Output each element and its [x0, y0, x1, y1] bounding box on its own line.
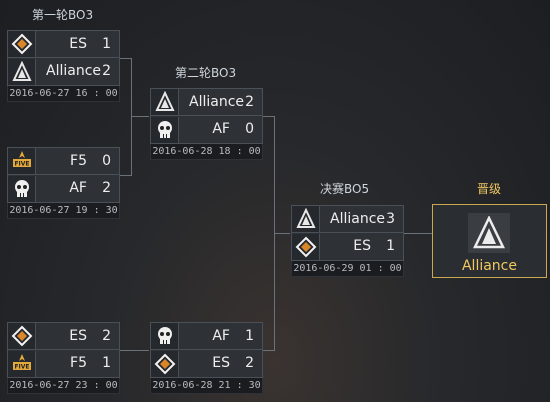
round-title-final: 决赛BO5: [320, 182, 370, 196]
team-score: 2: [102, 328, 111, 344]
escape-logo-icon: [8, 323, 36, 349]
team-name: Alliance: [189, 94, 245, 110]
match-final[interactable]: Alliance 3 ES 1 2016-06-29 01 : 00: [291, 205, 404, 277]
team-name: F5: [70, 153, 87, 169]
round-title-r2: 第二轮BO3: [175, 66, 237, 80]
team-score: 0: [102, 153, 111, 169]
winner-box[interactable]: Alliance: [432, 204, 547, 278]
team-score: 1: [245, 328, 254, 344]
alliance-logo-icon: [8, 58, 36, 85]
team-name: Alliance: [330, 211, 386, 227]
team-row[interactable]: ES 2: [150, 350, 263, 378]
team-name: AF: [212, 121, 230, 137]
team-row[interactable]: ES 2: [7, 322, 120, 350]
team-row[interactable]: AF 2: [7, 175, 120, 203]
escape-logo-icon: [8, 31, 36, 57]
team-score: 2: [102, 63, 111, 79]
team-score: 2: [245, 94, 254, 110]
connector: [274, 233, 290, 234]
connector: [263, 350, 275, 351]
match-time: 2016-06-27 23 : 00: [7, 378, 120, 394]
match-time: 2016-06-28 18 : 00: [150, 144, 263, 160]
team-score: 1: [102, 355, 111, 371]
af-logo-icon: [151, 323, 179, 349]
team-score: 2: [102, 180, 111, 196]
match-r2-2[interactable]: AF 1 ES 2 2016-06-28 21 : 30: [150, 322, 263, 394]
connector: [120, 350, 149, 351]
match-r2-1[interactable]: Alliance 2 AF 0 2016-06-28 18 : 00: [150, 88, 263, 160]
svg-text:FIVE: FIVE: [14, 363, 29, 370]
team-name: ES: [69, 328, 87, 344]
team-name: F5: [70, 355, 87, 371]
connector: [404, 233, 432, 234]
team-row[interactable]: Alliance 2: [150, 88, 263, 116]
team-row[interactable]: AF 1: [150, 322, 263, 350]
winner-name: Alliance: [461, 258, 517, 274]
match-time: 2016-06-29 01 : 00: [291, 261, 404, 277]
team-row[interactable]: ES 1: [291, 233, 404, 261]
team-name: ES: [353, 238, 371, 254]
match-r1-2[interactable]: FIVE F5 0 AF 2 2016-06-27 19 : 30: [7, 147, 120, 219]
team-name: ES: [212, 355, 230, 371]
team-name: Alliance: [46, 63, 102, 79]
alliance-logo-icon: [468, 213, 510, 253]
five-logo-icon: FIVE: [8, 350, 36, 377]
team-row[interactable]: AF 0: [150, 116, 263, 144]
team-name: AF: [212, 328, 230, 344]
connector: [120, 175, 132, 176]
five-logo-icon: FIVE: [8, 148, 36, 174]
connector: [131, 116, 149, 117]
alliance-logo-icon: [151, 89, 179, 115]
match-r1-3[interactable]: ES 2 FIVE F5 1 2016-06-27 23 : 00: [7, 322, 120, 394]
team-row[interactable]: Alliance 2: [7, 58, 120, 86]
af-logo-icon: [151, 116, 179, 143]
team-score: 2: [245, 355, 254, 371]
round-title-r1: 第一轮BO3: [32, 8, 94, 22]
team-row[interactable]: FIVE F5 0: [7, 147, 120, 175]
team-score: 0: [245, 121, 254, 137]
team-name: AF: [69, 180, 87, 196]
team-score: 3: [386, 211, 395, 227]
svg-text:FIVE: FIVE: [14, 161, 29, 168]
team-score: 1: [102, 36, 111, 52]
team-name: ES: [69, 36, 87, 52]
escape-logo-icon: [151, 350, 179, 377]
advance-title: 晋级: [477, 182, 502, 196]
team-row[interactable]: Alliance 3: [291, 205, 404, 233]
match-time: 2016-06-27 19 : 30: [7, 203, 120, 219]
escape-logo-icon: [292, 233, 320, 260]
af-logo-icon: [8, 175, 36, 202]
connector: [120, 58, 132, 59]
match-time: 2016-06-27 16 : 00: [7, 86, 120, 102]
match-r1-1[interactable]: ES 1 Alliance 2 2016-06-27 16 : 00: [7, 30, 120, 102]
connector: [263, 116, 275, 117]
team-row[interactable]: FIVE F5 1: [7, 350, 120, 378]
match-time: 2016-06-28 21 : 30: [150, 378, 263, 394]
alliance-logo-icon: [292, 206, 320, 232]
team-row[interactable]: ES 1: [7, 30, 120, 58]
team-score: 1: [386, 238, 395, 254]
